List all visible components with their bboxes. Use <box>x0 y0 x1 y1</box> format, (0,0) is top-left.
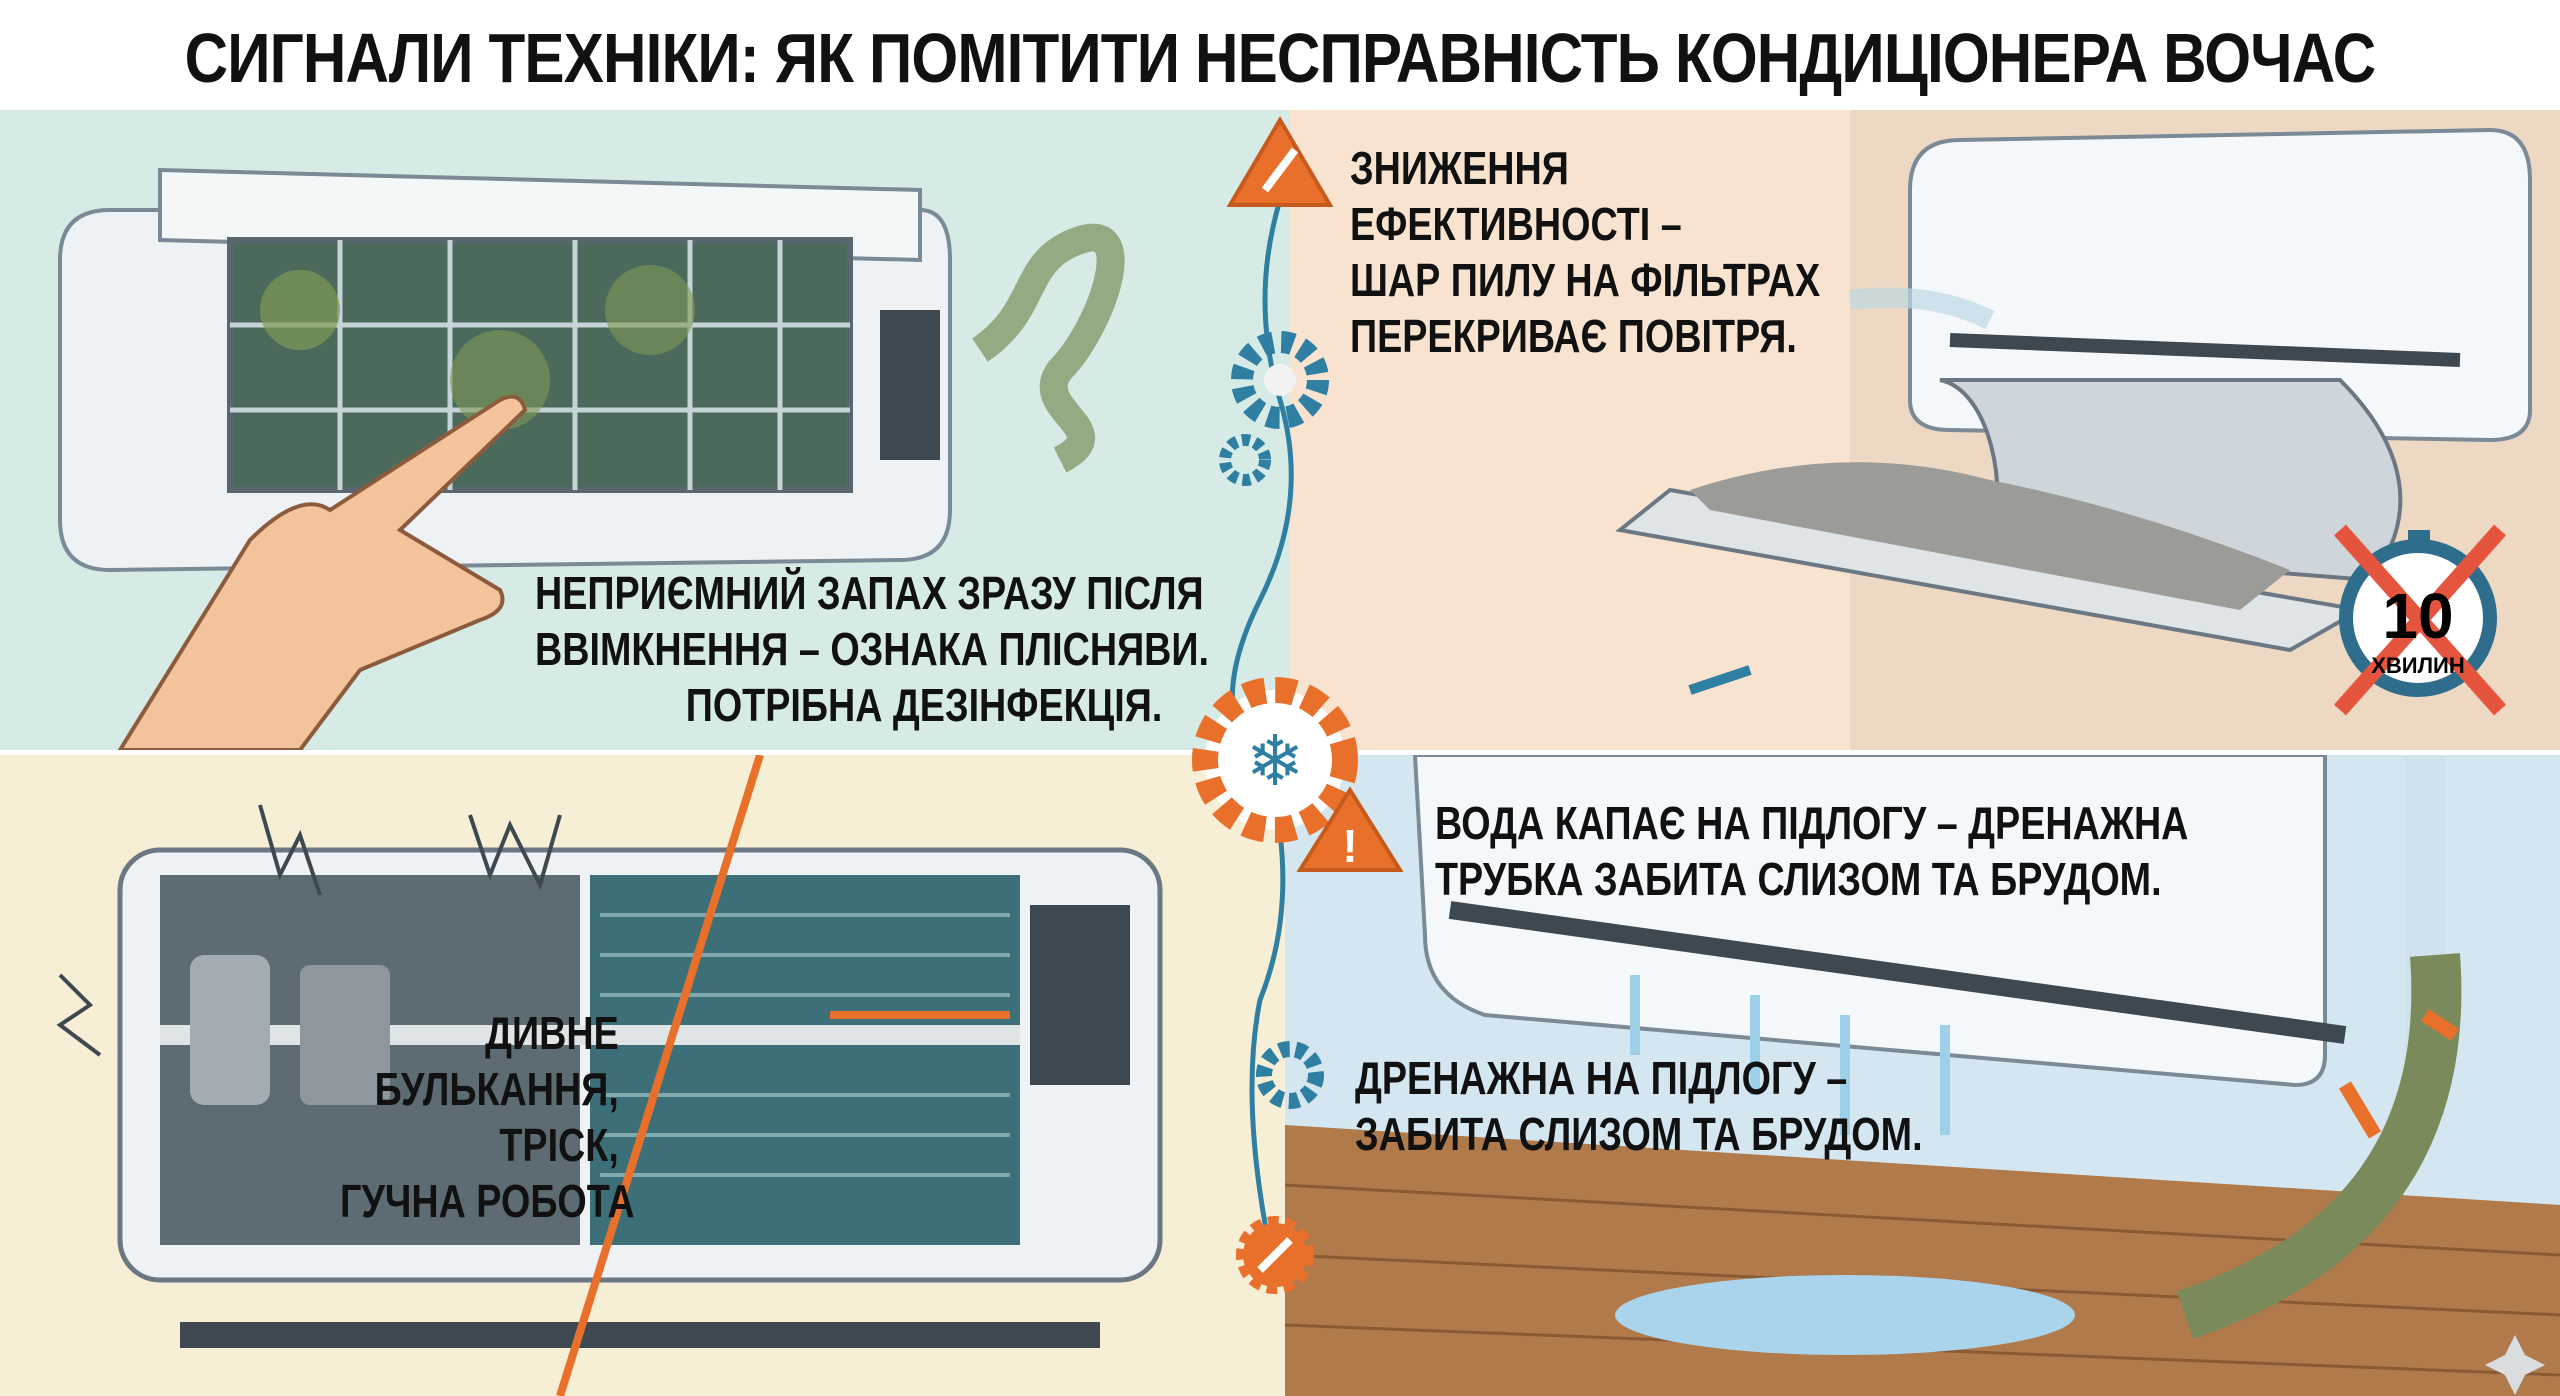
ac-leak-illustration <box>1285 755 2560 1396</box>
panel-water: ВОДА КАПАЄ НА ПІДЛОГУ – ДРЕНАЖНА ТРУБКА … <box>1285 755 2560 1396</box>
caption-line: ВОДА КАПАЄ НА ПІДЛОГУ – ДРЕНАЖНА <box>1435 797 2189 849</box>
timer-number: 10 <box>2382 580 2453 652</box>
caption-line: ПЕРЕКРИВАЄ ПОВІТРЯ. <box>1350 310 1797 363</box>
caption-line: ЕФЕКТИВНОСТІ – <box>1350 198 1682 251</box>
panel-smell: НЕПРИЄМНИЙ ЗАПАХ ЗРАЗУ ПІСЛЯ ВВІМКНЕННЯ … <box>0 110 1290 750</box>
efficiency-caption: ЗНИЖЕННЯ ЕФЕКТИВНОСТІ – ШАР ПИЛУ НА ФІЛЬ… <box>1350 140 1820 364</box>
page-title: СИГНАЛИ ТЕХНІКИ: ЯК ПОМІТИТИ НЕСПРАВНІСТ… <box>184 19 2377 97</box>
sparkle-icon <box>2485 1335 2545 1395</box>
water-caption: ВОДА КАПАЄ НА ПІДЛОГУ – ДРЕНАЖНА ТРУБКА … <box>1435 795 2188 907</box>
ac-mold-illustration <box>58 167 1125 750</box>
caption-line: ДРЕНАЖНА НА ПІДЛОГУ – <box>1355 1052 1848 1104</box>
caption-line: ВВІМКНЕННЯ – ОЗНАКА ПЛІСНЯВИ. <box>535 623 1210 676</box>
panel-noise: ДИВНЕ БУЛЬКАННЯ, ТРІСК, ГУЧНА РОБОТА <box>0 755 1285 1396</box>
caption-line: БУЛЬКАННЯ, <box>374 1063 619 1116</box>
ac-internal-noise-illustration <box>56 755 1163 1396</box>
stopwatch-icon: 10 ХВИЛИН <box>2334 524 2506 716</box>
caption-line: ЗНИЖЕННЯ <box>1350 142 1569 194</box>
caption-line: ШАР ПИЛУ НА ФІЛЬТРАХ <box>1350 254 1821 307</box>
caption-line: ЗАБИТА СЛИЗОМ ТА БРУДОМ. <box>1355 1108 1923 1161</box>
water-caption-secondary: ДРЕНАЖНА НА ПІДЛОГУ – ЗАБИТА СЛИЗОМ ТА Б… <box>1355 1050 1923 1162</box>
caption-line: ДИВНЕ <box>485 1007 619 1059</box>
caption-line: ПОТРІБНА ДЕЗІНФЕКЦІЯ. <box>685 679 1163 732</box>
caption-line: ТРУБКА ЗАБИТА СЛИЗОМ ТА БРУДОМ. <box>1435 853 2162 906</box>
timer-unit: ХВИЛИН <box>2371 653 2465 678</box>
noise-caption: ДИВНЕ БУЛЬКАННЯ, ТРІСК, ГУЧНА РОБОТА <box>340 1005 635 1229</box>
ac-dusty-filter-illustration: 10 ХВИЛИН <box>1615 110 2560 750</box>
smell-caption: НЕПРИЄМНИЙ ЗАПАХ ЗРАЗУ ПІСЛЯ ВВІМКНЕННЯ … <box>535 565 1210 733</box>
caption-line: НЕПРИЄМНИЙ ЗАПАХ ЗРАЗУ ПІСЛЯ <box>535 567 1204 619</box>
caption-line: ГУЧНА РОБОТА <box>340 1175 635 1228</box>
panel-efficiency: 10 ХВИЛИН ЗНИЖЕННЯ ЕФЕКТИВНОСТІ – ШАР ПИ… <box>1290 110 2560 750</box>
caption-line: ТРІСК, <box>499 1119 619 1172</box>
